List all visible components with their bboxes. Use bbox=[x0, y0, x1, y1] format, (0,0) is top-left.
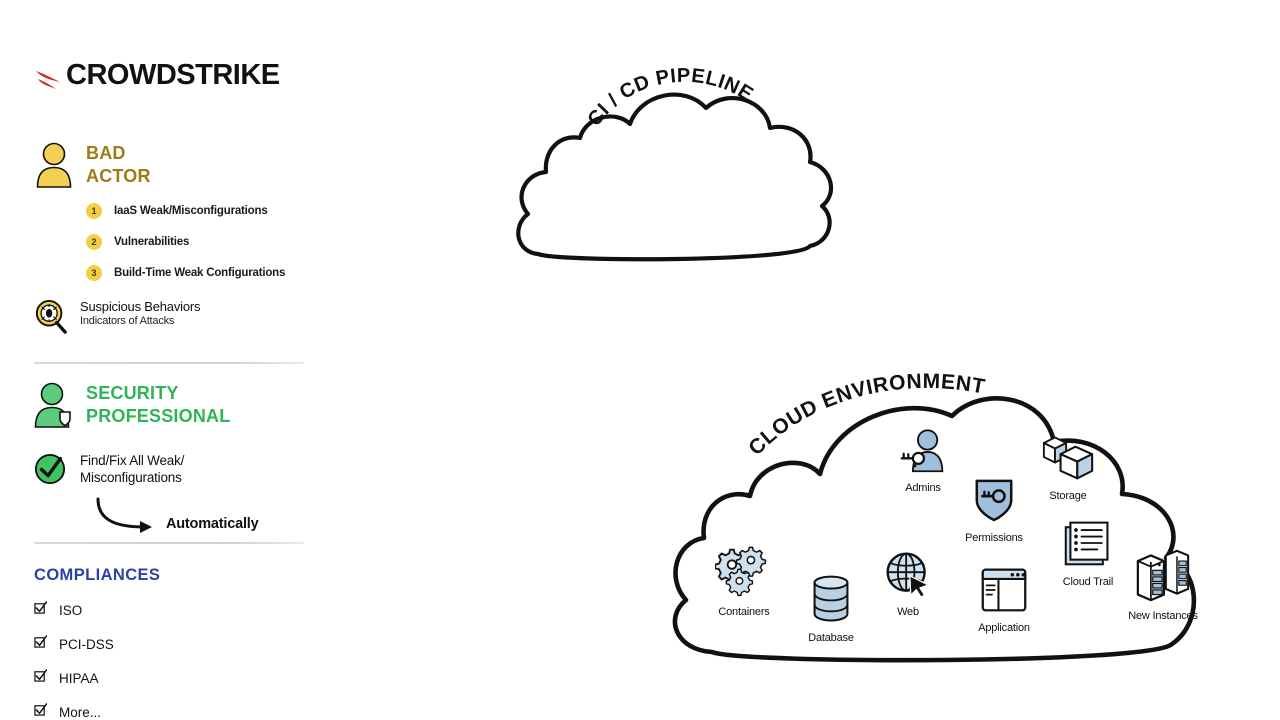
curved-arrow-icon bbox=[92, 496, 168, 543]
compliance-label: HIPAA bbox=[59, 670, 99, 686]
compliance-label: PCI-DSS bbox=[59, 636, 114, 652]
check-circle-icon bbox=[34, 453, 68, 490]
cloud-outline-icon bbox=[516, 92, 833, 262]
list-item-label: IaaS Weak/Misconfigurations bbox=[114, 205, 268, 217]
crowdstrike-falcon-icon bbox=[34, 55, 64, 95]
bad-actor-title-line2: ACTOR bbox=[86, 166, 151, 187]
suspicious-behaviors-line2: Indicators of Attacks bbox=[80, 315, 175, 328]
web-globe-cursor-icon bbox=[866, 550, 950, 603]
bad-actor-title-line1: BAD bbox=[86, 143, 126, 163]
brand-name: CROWDSTRIKE bbox=[66, 58, 280, 91]
node-label: Application bbox=[978, 622, 1030, 634]
find-fix-text: Find/Fix All Weak/ Misconfigurations bbox=[80, 453, 184, 487]
key-glyph bbox=[981, 489, 1006, 504]
item-number-badge: 2 bbox=[86, 234, 102, 250]
list-item-label: Vulnerabilities bbox=[114, 236, 190, 248]
cloud-trail-document-icon bbox=[1040, 518, 1136, 573]
containers-gears-icon bbox=[696, 546, 792, 603]
node-new-instances[interactable]: New Instances bbox=[1110, 548, 1216, 622]
node-web[interactable]: Web bbox=[866, 550, 950, 618]
list-item[interactable]: 2 Vulnerabilities bbox=[86, 234, 314, 250]
person-shield-icon bbox=[34, 382, 74, 433]
node-label: Web bbox=[897, 606, 919, 618]
admins-person-key-icon bbox=[880, 428, 966, 479]
checkbox-checked-icon[interactable] bbox=[34, 635, 48, 653]
cloud-environment: CLOUD ENVIRONMENT Admins bbox=[652, 352, 1222, 688]
list-item[interactable]: 3 Build-Time Weak Configurations bbox=[86, 265, 314, 281]
cicd-pipeline-cloud: CI / CD PIPELINE bbox=[498, 38, 868, 298]
node-storage[interactable]: Storage bbox=[1024, 430, 1112, 502]
compliance-item[interactable]: More... bbox=[34, 703, 314, 720]
database-cylinder-icon bbox=[786, 574, 876, 629]
node-application[interactable]: Application bbox=[956, 566, 1052, 634]
list-item-label: Build-Time Weak Configurations bbox=[114, 267, 286, 279]
suspicious-behaviors-text: Suspicious Behaviors Indicators of Attac… bbox=[80, 299, 200, 327]
security-professional-title-line2: PROFESSIONAL bbox=[86, 406, 231, 427]
node-label: Database bbox=[808, 632, 854, 644]
find-fix-line2: Misconfigurations bbox=[80, 469, 182, 485]
compliance-item[interactable]: HIPAA bbox=[34, 669, 314, 687]
divider bbox=[34, 362, 304, 364]
person-icon bbox=[34, 142, 74, 193]
suspicious-behaviors-block: Suspicious Behaviors Indicators of Attac… bbox=[34, 299, 314, 340]
suspicious-behaviors-line1: Suspicious Behaviors bbox=[80, 299, 201, 314]
bad-actor-items: 1 IaaS Weak/Misconfigurations 2 Vulnerab… bbox=[86, 203, 314, 281]
bad-actor-block: BAD ACTOR bbox=[34, 142, 314, 193]
node-admins[interactable]: Admins bbox=[880, 428, 966, 494]
checkbox-checked-icon[interactable] bbox=[34, 703, 48, 720]
node-containers[interactable]: Containers bbox=[696, 546, 792, 618]
compliance-label: ISO bbox=[59, 602, 83, 618]
key-glyph bbox=[900, 451, 926, 468]
brand-logo: CROWDSTRIKE bbox=[34, 52, 314, 98]
node-label: Admins bbox=[905, 482, 941, 494]
compliances-title: COMPLIANCES bbox=[34, 566, 161, 584]
storage-cubes-icon bbox=[1024, 430, 1112, 487]
compliance-item[interactable]: ISO bbox=[34, 601, 314, 619]
list-item[interactable]: 1 IaaS Weak/Misconfigurations bbox=[86, 203, 314, 219]
bad-actor-title: BAD ACTOR bbox=[86, 142, 151, 188]
node-database[interactable]: Database bbox=[786, 574, 876, 644]
find-fix-block: Find/Fix All Weak/ Misconfigurations bbox=[34, 453, 314, 490]
item-number-badge: 1 bbox=[86, 203, 102, 219]
security-professional-title: SECURITY PROFESSIONAL bbox=[86, 382, 230, 428]
node-cloud-trail[interactable]: Cloud Trail bbox=[1040, 518, 1136, 588]
security-professional-block: SECURITY PROFESSIONAL bbox=[34, 382, 314, 433]
checkbox-checked-icon[interactable] bbox=[34, 669, 48, 687]
divider bbox=[34, 542, 304, 544]
node-label: New Instances bbox=[1128, 610, 1198, 622]
node-label: Cloud Trail bbox=[1062, 576, 1114, 588]
item-number-badge: 3 bbox=[86, 265, 102, 281]
node-permissions[interactable]: Permissions bbox=[946, 474, 1042, 544]
node-label: Storage bbox=[1049, 490, 1087, 502]
automatically-row: Automatically bbox=[92, 496, 314, 540]
node-label: Permissions bbox=[965, 532, 1023, 544]
find-fix-line1: Find/Fix All Weak/ bbox=[80, 453, 185, 468]
automatically-label: Automatically bbox=[166, 516, 259, 532]
application-window-icon bbox=[956, 566, 1052, 619]
magnifier-bug-icon bbox=[34, 299, 68, 340]
permissions-shield-key-icon bbox=[946, 474, 1042, 529]
new-instances-servers-icon bbox=[1110, 548, 1216, 607]
sidebar: CROWDSTRIKE BAD ACTOR 1 IaaS Weak/Miscon… bbox=[34, 52, 314, 720]
node-label: Containers bbox=[718, 606, 770, 618]
checkbox-checked-icon[interactable] bbox=[34, 601, 48, 619]
security-professional-title-line1: SECURITY bbox=[86, 383, 179, 403]
compliance-label: More... bbox=[59, 704, 102, 720]
compliance-item[interactable]: PCI-DSS bbox=[34, 635, 314, 653]
